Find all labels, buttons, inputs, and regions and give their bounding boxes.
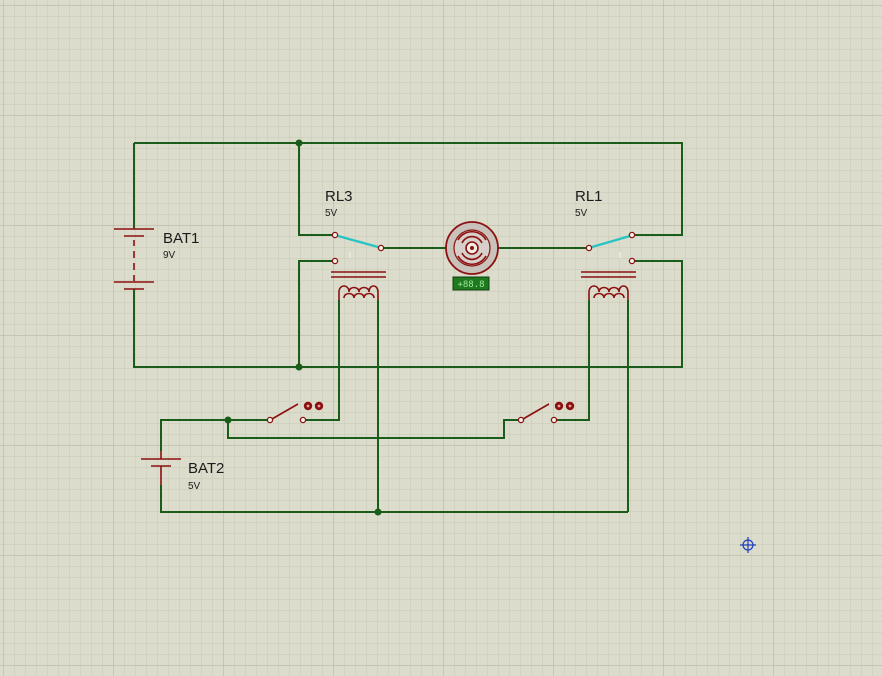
rl3-contact-arm bbox=[337, 234, 379, 249]
rl3-pin-com bbox=[377, 244, 385, 252]
wire-sw1-coil3[interactable] bbox=[303, 300, 340, 421]
rl3-coil-icon bbox=[338, 285, 379, 300]
rl3-pin-no bbox=[331, 231, 339, 239]
wire-sw2-coil1[interactable] bbox=[554, 300, 590, 421]
wire-rl3-no[interactable] bbox=[298, 143, 335, 236]
motor-readout-value: +88.8 bbox=[457, 280, 484, 290]
bat1-value-label: 9V bbox=[163, 250, 176, 261]
junctions bbox=[224, 139, 382, 516]
wire-bat2-negative[interactable] bbox=[160, 485, 628, 513]
wire-bat2-to-sw2[interactable] bbox=[227, 419, 521, 439]
relay-rl3[interactable]: RL3 5V bbox=[325, 188, 386, 300]
rl1-value-label: 5V bbox=[575, 208, 588, 219]
rl1-pin-nc bbox=[628, 257, 636, 265]
junction-node bbox=[295, 363, 303, 371]
pushbutton-switch-2[interactable] bbox=[517, 401, 575, 424]
rl1-pin-no bbox=[628, 231, 636, 239]
dc-motor-icon bbox=[445, 221, 499, 275]
rl3-pin-nc bbox=[331, 257, 339, 265]
bat1-name-label: BAT1 bbox=[163, 230, 199, 247]
pushbutton-switch-icon[interactable] bbox=[554, 401, 575, 411]
rl1-contact-arm bbox=[591, 234, 631, 249]
motor-readout-box bbox=[452, 276, 490, 291]
rl1-name-label: RL1 bbox=[575, 188, 603, 205]
wire-bat1-negative[interactable] bbox=[133, 260, 683, 368]
rl1-pin-com bbox=[585, 244, 593, 252]
junction-node bbox=[374, 508, 382, 516]
pushbutton-switch-icon[interactable] bbox=[303, 401, 324, 411]
battery-bat1[interactable]: BAT1 9V bbox=[114, 228, 199, 290]
rl1-coil-icon bbox=[588, 285, 629, 300]
dc-motor[interactable]: +88.8 bbox=[445, 221, 499, 291]
junction-node bbox=[295, 139, 303, 147]
pushbutton-switch-1[interactable] bbox=[266, 401, 324, 424]
junction-node bbox=[224, 416, 232, 424]
battery-bat2[interactable]: BAT2 5V bbox=[141, 451, 224, 492]
wire-bat2-positive[interactable] bbox=[160, 419, 270, 451]
rl3-name-label: RL3 bbox=[325, 188, 353, 205]
rl3-value-label: 5V bbox=[325, 208, 338, 219]
bat2-value-label: 5V bbox=[188, 481, 201, 492]
bat2-name-label: BAT2 bbox=[188, 460, 224, 477]
crosshair-cursor-icon bbox=[740, 537, 756, 553]
relay-rl1[interactable]: RL1 5V bbox=[575, 188, 636, 300]
wire-rl3-nc[interactable] bbox=[298, 260, 335, 367]
wire-top-rail[interactable] bbox=[134, 142, 683, 236]
wires bbox=[133, 142, 683, 513]
